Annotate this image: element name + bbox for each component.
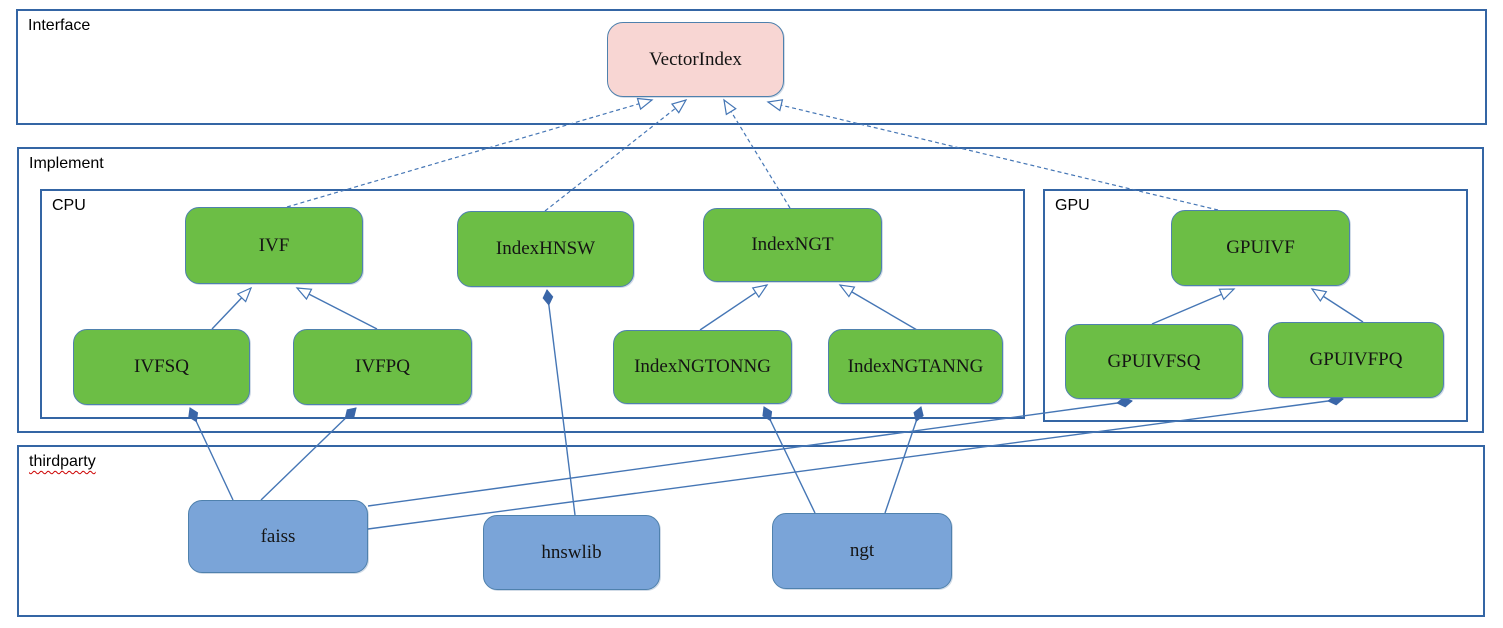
node-indexngt-label: IndexNGT	[751, 234, 834, 255]
node-hnswlib-label: hnswlib	[541, 541, 602, 563]
node-ivf[interactable]: IVF	[185, 207, 363, 284]
node-indexhnsw-label: IndexHNSW	[495, 238, 596, 259]
node-ivfsq-label: IVFSQ	[134, 356, 189, 377]
node-gpuivf[interactable]: GPUIVF	[1171, 210, 1350, 286]
node-indexhnsw[interactable]: IndexHNSW	[457, 211, 634, 287]
node-indexngtonng[interactable]: IndexNGTONNG	[613, 330, 792, 404]
edge-gpuivfpq-gpuivf-generalization	[1310, 288, 1364, 323]
node-gpuivfpq-label: GPUIVFPQ	[1309, 349, 1403, 370]
edge-indexngt-vectorindex-realization	[723, 98, 791, 209]
node-indexngtonng-label: IndexNGTONNG	[634, 356, 771, 377]
edge-gpuivfsq-gpuivf-generalization	[1151, 288, 1236, 325]
container-cpu[interactable]: CPU	[40, 189, 1025, 419]
edge-ivf-vectorindex-realization	[286, 97, 654, 208]
node-ivfpq[interactable]: IVFPQ	[293, 329, 472, 405]
container-implement[interactable]: Implement	[17, 147, 1484, 433]
edge-indexhnsw-vectorindex-realization	[544, 99, 688, 212]
edge-indexngtanng-indexngt-generalization	[838, 284, 918, 331]
edge-gpuivf-vectorindex-realization	[766, 99, 1219, 211]
edge-faiss-gpuivfsq-composition	[367, 396, 1133, 507]
section-label-implement: Implement	[29, 155, 104, 172]
edge-faiss-ivfsq-composition	[188, 407, 234, 501]
container-interface[interactable]: Interface	[16, 9, 1487, 125]
node-indexngtanng[interactable]: IndexNGTANNG	[828, 329, 1003, 404]
edge-ivfpq-ivf-generalization	[295, 287, 378, 330]
section-label-thirdparty: thirdparty	[29, 453, 96, 470]
node-faiss-label: faiss	[260, 525, 296, 547]
node-indexngt[interactable]: IndexNGT	[703, 208, 882, 282]
edge-ivfsq-ivf-generalization	[211, 286, 253, 330]
section-label-cpu: CPU	[52, 197, 86, 214]
edge-faiss-ivfpq-composition	[260, 407, 357, 501]
node-vectorindex[interactable]: VectorIndex	[607, 22, 784, 97]
node-vectorindex-label: VectorIndex	[649, 48, 742, 70]
node-indexngtanng-label: IndexNGTANNG	[847, 355, 984, 377]
node-gpuivfpq[interactable]: GPUIVFPQ	[1268, 322, 1444, 398]
edge-ngt-indexngtonng-composition	[762, 406, 816, 514]
container-thirdparty[interactable]: thirdparty	[17, 445, 1485, 617]
node-faiss[interactable]: faiss	[188, 500, 368, 573]
node-ivf-label: IVF	[258, 234, 290, 256]
container-gpu[interactable]: GPU	[1043, 189, 1468, 422]
edge-ngt-indexngtanng-composition	[884, 406, 924, 514]
node-gpuivf-label: GPUIVF	[1226, 237, 1295, 258]
edge-indexngtonng-indexngt-generalization	[699, 284, 769, 331]
edge-hnswlib-indexhnsw-composition	[542, 289, 576, 516]
node-hnswlib[interactable]: hnswlib	[483, 515, 660, 590]
edge-faiss-gpuivfpq-composition	[367, 394, 1344, 530]
node-ngt-label: ngt	[849, 540, 875, 561]
node-gpuivfsq[interactable]: GPUIVFSQ	[1065, 324, 1243, 399]
node-ivfsq[interactable]: IVFSQ	[73, 329, 250, 405]
section-label-gpu: GPU	[1055, 197, 1090, 214]
node-gpuivfsq-label: GPUIVFSQ	[1107, 350, 1201, 372]
node-ivfpq-label: IVFPQ	[355, 356, 410, 377]
section-label-interface: Interface	[28, 17, 91, 34]
node-ngt[interactable]: ngt	[772, 513, 952, 589]
